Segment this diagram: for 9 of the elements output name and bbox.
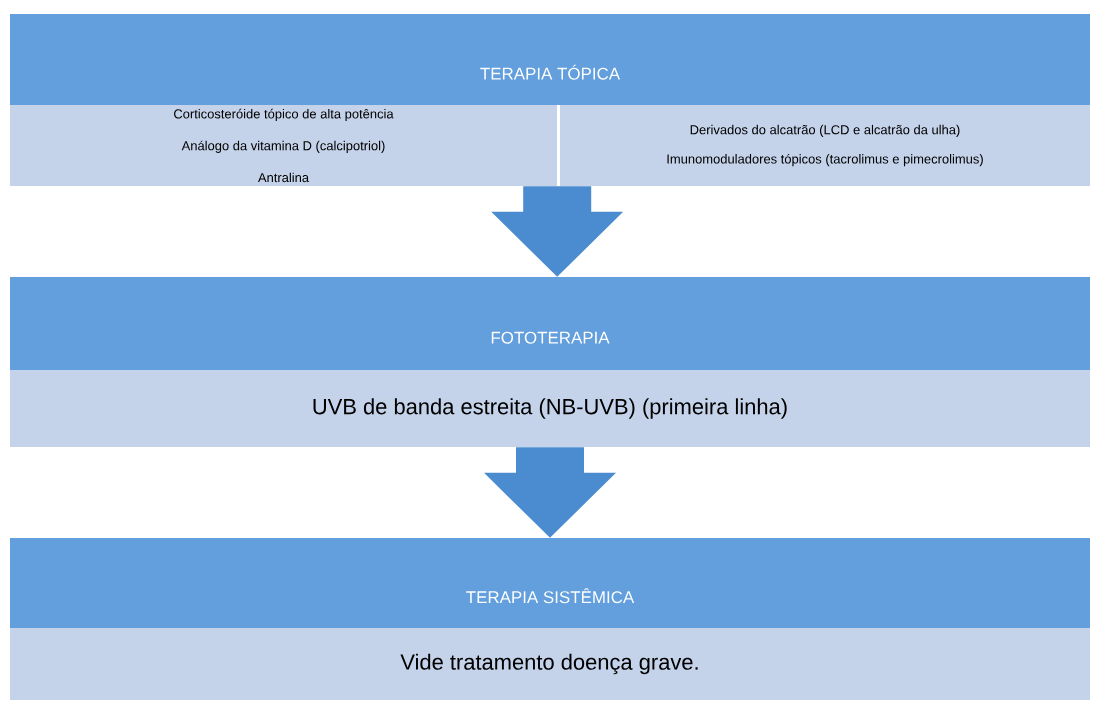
content-panel: Vide tratamento doença grave. xyxy=(10,628,1090,700)
section-header-band: TERAPIA TÓPICA xyxy=(10,14,1090,105)
block-arrow xyxy=(491,186,624,277)
content-panel: Derivados do alcatrão (LCD e alcatrão da ulha) Imunomoduladores tópicos (tacrolimus e pimecrolimus) xyxy=(560,105,1090,186)
block-arrow xyxy=(484,447,616,538)
section-header-band: TERAPIA SISTÊMICA xyxy=(10,538,1090,628)
content-panel: UVB de banda estreita (NB-UVB) (primeira linha) xyxy=(10,370,1090,447)
content-panel: Corticosteróide tópico de alta potência Análogo da vitamina D (calcipotriol) Antralina xyxy=(10,105,557,186)
section-header-band: FOTOTERAPIA xyxy=(10,277,1090,370)
